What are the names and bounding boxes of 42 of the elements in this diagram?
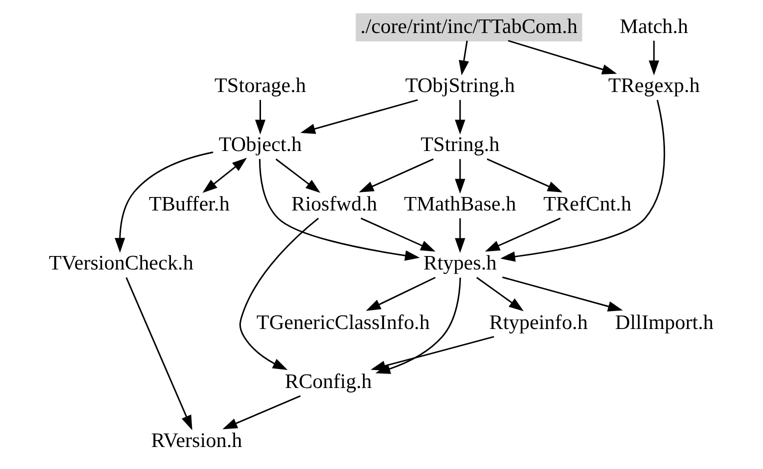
node-box: ./core/rint/inc/TTabCom.h — [355, 13, 582, 42]
node-text: TString.h — [420, 134, 499, 156]
arrow — [476, 276, 524, 312]
node-text: TMathBase.h — [403, 193, 516, 216]
node-text: TRefCnt.h — [542, 193, 631, 216]
arrow — [500, 100, 665, 262]
arrow — [358, 158, 434, 192]
arrow — [507, 40, 616, 74]
arrow — [275, 158, 320, 193]
arrow — [486, 158, 562, 192]
node-text: Rtypeinfo.h — [488, 312, 588, 334]
arrow — [454, 218, 465, 253]
node-text: Riosfwd.h — [290, 193, 377, 216]
arrow — [114, 152, 213, 253]
node-text: Match.h — [619, 16, 688, 38]
node-text: Rtypes.h — [423, 252, 496, 275]
arrow — [254, 100, 265, 135]
arrow — [258, 159, 420, 261]
node-text: DllImport.h — [614, 312, 714, 334]
arrow — [648, 40, 659, 76]
arrow — [370, 336, 494, 371]
node-text: TObjString.h — [404, 74, 514, 97]
arrow — [300, 99, 418, 134]
arrow — [222, 395, 300, 430]
node-text: TStorage.h — [214, 74, 306, 97]
arrow — [454, 100, 465, 135]
arrow — [202, 158, 246, 193]
arrow — [365, 276, 436, 311]
node-text: TGenericClassInfo.h — [256, 312, 430, 334]
node-text: RConfig.h — [284, 370, 372, 393]
node-text: TObject.h — [218, 134, 302, 156]
node-text: TBuffer.h — [148, 193, 230, 216]
arrow — [238, 218, 318, 370]
arrow — [360, 218, 435, 252]
node-text: RVersion.h — [150, 430, 242, 452]
node-text: TVersionCheck.h — [48, 252, 193, 275]
arrow — [458, 40, 469, 76]
arrow — [454, 159, 465, 194]
node-text: TRegexp.h — [608, 74, 700, 97]
arrow — [502, 276, 622, 312]
arrow — [125, 277, 192, 430]
arrow — [484, 218, 560, 252]
